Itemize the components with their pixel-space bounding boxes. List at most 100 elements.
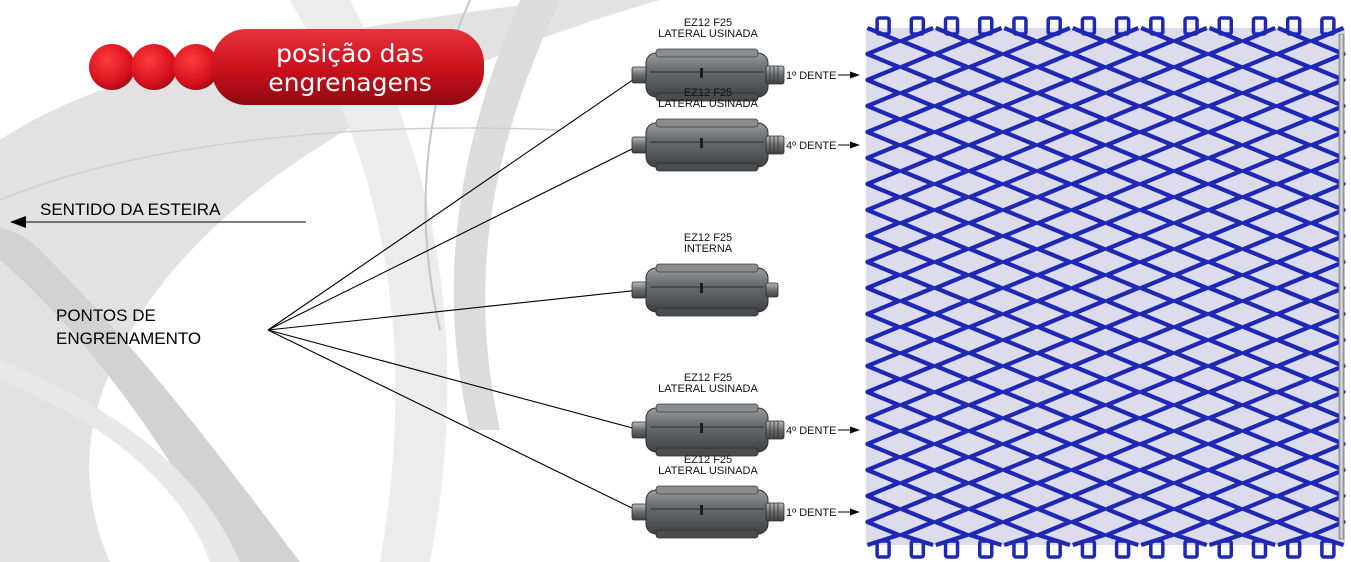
belt-loop-top [909,16,926,36]
belt-wire [967,26,1004,548]
belt-wire [1070,26,1107,548]
sprocket-body [645,407,769,453]
title-dot [89,44,135,90]
sprocket-rim-top [655,403,759,413]
belt-loop-top [1012,16,1028,36]
belt-loop-top [978,16,994,36]
title-pill [212,29,484,105]
belt-wire [1139,26,1175,548]
sprocket-model-label: EZ12 F25 [684,372,732,384]
sprocket-key [700,68,703,78]
tooth-arrow-head [850,141,860,149]
engagement-line [267,74,641,331]
conveyor-belt [865,16,1346,559]
sprocket-rim-bottom [655,447,759,457]
sprocket-model-label: EZ12 F25 [684,87,732,99]
title-line-2: engrenagens [268,68,432,97]
sprocket-key [700,138,703,148]
belt-loop-bottom [943,539,960,559]
engagement-label-line-2: ENGRENAMENTO [56,329,201,348]
belt-loop-bottom [978,539,994,559]
belt-loop-bottom [1080,539,1097,559]
belt-loop-top [1251,16,1268,36]
sprocket-hub-right [765,282,779,298]
belt-loop-bottom [1285,539,1302,559]
belt-loop-top [1114,16,1131,36]
title-line-1: posição das [276,39,424,68]
sprocket-body [645,489,769,535]
engagement-label-line-1: PONTOS DE [56,306,156,325]
belt-wire [1275,26,1312,548]
engagement-line [267,329,641,431]
sprocket-hub-right [765,420,785,440]
direction-arrow-head [10,216,26,228]
belt-loop-top [1217,16,1233,36]
sprocket-key [700,283,703,293]
belt-loop-bottom [1183,539,1199,559]
belt-loop-bottom [1149,539,1165,559]
sprocket-hub-right [765,135,785,155]
sprocket-body [645,122,769,168]
sprocket-hub-right [765,65,785,85]
tooth-arrow-head [850,426,860,434]
belt-wire [1173,26,1209,548]
belt-loop-bottom [1320,539,1336,559]
sprocket-rim-bottom [655,529,759,539]
sprocket-rim-top [655,118,759,128]
belt-edge-rod [1338,33,1345,540]
sprocket-rim-bottom [655,307,759,317]
sprocket-model-label: EZ12 F25 [684,454,732,466]
tooth-arrow-head [850,508,860,516]
sprocket-model-label: EZ12 F25 [684,17,732,29]
belt-wires [865,26,1346,548]
sprocket-type-label: LATERAL USINADA [658,465,758,477]
engagement-points: PONTOS DE ENGRENAMENTO [56,306,201,348]
sprocket-type-label: LATERAL USINADA [658,28,758,40]
belt-wire [1104,26,1141,548]
tooth-label: 4º DENTE [786,425,836,437]
belt-loop-top [1046,16,1062,36]
belt-loop-bottom [1114,539,1131,559]
tooth-label: 1º DENTE [786,70,836,82]
belt-wire [1207,26,1244,548]
sprocket-type-label: LATERAL USINADA [658,98,758,110]
tooth-arrow-head [850,71,860,79]
title-dot [131,44,177,90]
belt-loop-top [1183,16,1199,36]
sprocket-rim-top [655,263,759,273]
belt-wire [1241,26,1278,548]
engagement-line [267,289,641,331]
sprocket-rim-bottom [655,162,759,172]
belt-loop-top [1080,16,1097,36]
direction-label: SENTIDO DA ESTEIRA [40,200,221,219]
engagement-lines [267,74,641,513]
tooth-label: 1º DENTE [786,507,836,519]
belt-background [866,28,1345,545]
belt-wire [899,26,936,548]
belt-wire [933,26,970,548]
engagement-line [267,329,641,513]
sprocket-rim-bottom [655,92,759,102]
sprocket-rim-top [655,48,759,58]
belt-loop-tabs [875,16,1336,559]
belt-loop-top [1285,16,1302,36]
belt-loop-bottom [1012,539,1028,559]
belt-wire [865,26,901,548]
belt-loop-bottom [1217,539,1233,559]
sprocket-type-label: INTERNA [684,243,733,255]
engagement-line [267,144,641,331]
belt-loop-top [943,16,960,36]
sprocket-type-label: LATERAL USINADA [658,383,758,395]
sprocket-model-label: EZ12 F25 [684,232,732,244]
belt-loop-top [1320,16,1336,36]
tooth-label: 4º DENTE [786,140,836,152]
belt-loop-top [875,16,891,36]
sprocket-body [645,267,769,313]
